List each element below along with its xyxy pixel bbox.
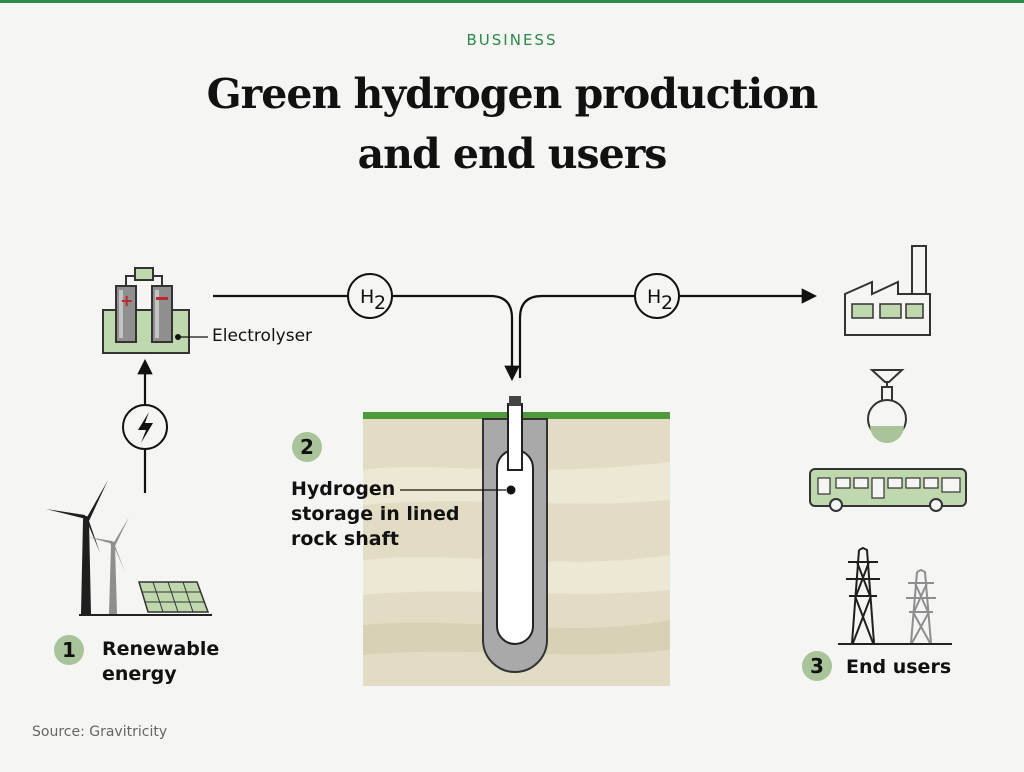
ground-cross-section	[363, 396, 670, 686]
step-2-label-line-2: storage in lined	[291, 503, 460, 525]
page-title: Green hydrogen production and end users	[0, 64, 1024, 184]
svg-text:H: H	[360, 286, 374, 308]
title-line-2: and end users	[357, 130, 668, 178]
h2-badge-1: H 2	[347, 273, 393, 319]
step-2-label-line-1: Hydrogen	[291, 478, 396, 500]
bus-icon	[809, 468, 967, 512]
source-credit: Source: Gravitricity	[32, 724, 168, 740]
section-label: BUSINESS	[466, 31, 558, 49]
step-1-label-line-1: Renewable	[102, 638, 220, 660]
h2-badge-2: H 2	[634, 273, 680, 319]
solar-panel-icon	[79, 581, 212, 616]
electrolyser-label: Electrolyser	[212, 326, 313, 346]
svg-text:2: 2	[300, 435, 314, 459]
electrolyser-icon: +	[102, 267, 208, 354]
svg-text:H: H	[647, 286, 661, 308]
svg-text:2: 2	[374, 292, 386, 314]
step-2-label-line-3: rock shaft	[291, 528, 399, 550]
wind-turbine-icon	[46, 480, 129, 614]
step-1-label-line-2: energy	[102, 663, 177, 685]
flask-icon	[867, 369, 907, 443]
svg-text:3: 3	[810, 654, 824, 678]
tank-valve	[509, 396, 521, 406]
step-2-label: Hydrogen storage in lined rock shaft	[291, 477, 459, 552]
step-badge-1: 1	[54, 635, 84, 665]
step-3-label-line-1: End users	[846, 656, 952, 678]
step-badge-2: 2	[292, 432, 322, 462]
tank-pointer-dot	[506, 485, 516, 495]
lightning-icon	[122, 404, 168, 450]
top-accent-bar	[0, 0, 1024, 3]
tank-neck	[507, 403, 523, 471]
step-3-label: End users	[846, 655, 951, 680]
pylon-icon	[838, 546, 952, 645]
svg-text:+: +	[120, 291, 133, 310]
factory-icon	[844, 245, 931, 336]
svg-text:2: 2	[661, 292, 673, 314]
step-badge-3: 3	[802, 651, 832, 681]
hydrogen-tank	[496, 449, 534, 645]
title-line-1: Green hydrogen production	[206, 70, 819, 118]
step-1-label: Renewable energy	[102, 637, 219, 687]
svg-text:1: 1	[62, 638, 76, 662]
